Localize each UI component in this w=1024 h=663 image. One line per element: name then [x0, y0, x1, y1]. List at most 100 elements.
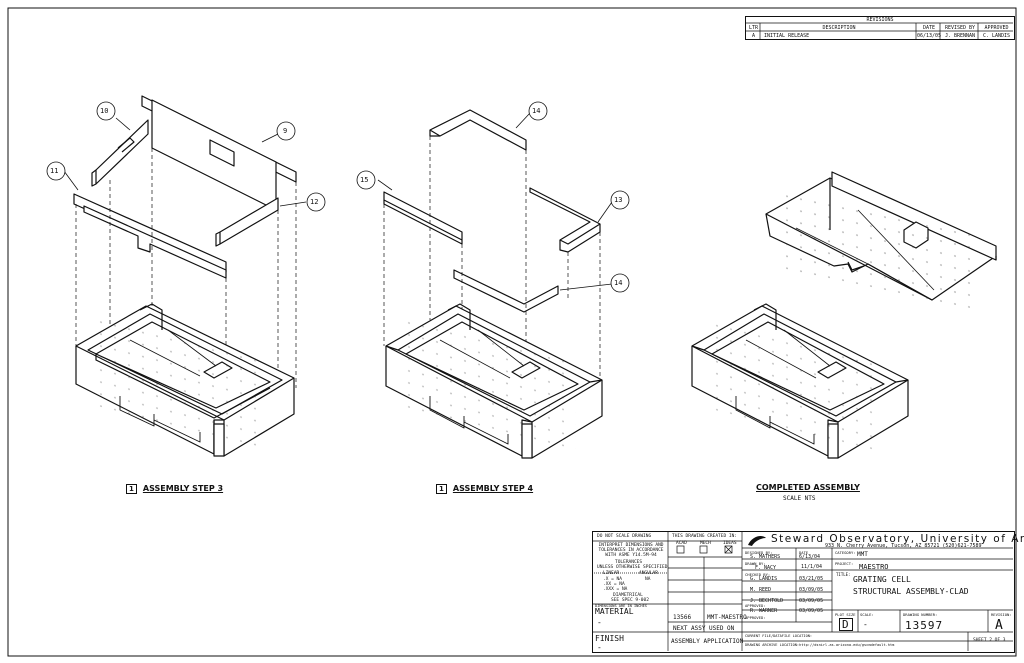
current-file-label: CURRENT FILE/DATAFILE LOCATION: [745, 634, 813, 638]
interpret-note: INTERPRET DIMENSIONS AND TOLERANCES IN A… [598, 543, 664, 558]
see-spec-label: SEE SPEC 9-002 [611, 598, 649, 603]
linear-label: LINEAR [603, 571, 620, 576]
plot-size-value: D [839, 618, 853, 631]
signoff-approved-role: APPROVED: [745, 603, 766, 608]
observatory-logo [748, 536, 766, 546]
sheet-label: SHEET 2 OF 3 [973, 638, 1006, 643]
balloon-11 [46, 161, 66, 181]
revision-label: REVISION: [991, 612, 1012, 617]
balloon-12-label: 12 [310, 198, 319, 206]
completed-assembly-label: COMPLETED ASSEMBLY [756, 483, 860, 492]
signoff-designed-name: S. MATHERS [750, 554, 781, 560]
step-3-label: 1 ASSEMBLY STEP 3 [126, 484, 223, 494]
tol-xxx: .XXX = NA [603, 587, 628, 592]
step-3-marker: 1 [126, 484, 137, 494]
signoff-bechtold-name: J. BECHTOLD [750, 598, 784, 604]
balloon-9-label: 9 [283, 127, 288, 135]
revisions-header-ltr: LTR [748, 25, 759, 31]
balloon-10-label: 10 [100, 107, 109, 115]
project-value: MAESTRO [859, 563, 889, 571]
archive-location: DRAWING ARCHIVE LOCATION:http://dsnirl.a… [745, 643, 895, 647]
revisions-header-date: DATE [922, 25, 936, 31]
revision-row-description: INITIAL RELEASE [764, 33, 810, 39]
created-in-title: THIS DRAWING CREATED IN: [672, 534, 738, 539]
next-assy-number: 13566 [673, 614, 692, 621]
material-label: MATERIAL [595, 607, 634, 616]
tol-ang: NA [645, 577, 651, 582]
balloon-13-label: 13 [614, 196, 623, 204]
balloon-14-label: 14 [532, 107, 541, 115]
material-value: - [597, 618, 602, 627]
do-not-scale-note: DO NOT SCALE DRAWING [597, 534, 652, 539]
balloon-9 [276, 121, 296, 141]
signoff-approved2-role: APPROVED: [745, 615, 766, 620]
plot-size-label: PLOT SIZE [835, 612, 856, 617]
next-assy-project: MMT-MAESTRO [707, 614, 747, 621]
balloon-11-label: 11 [50, 167, 59, 175]
category-value: MMT [857, 551, 868, 558]
project-label: PROJECT: [835, 561, 854, 566]
title-label: TITLE: [836, 572, 851, 577]
drawing-number-label: DRAWING NUMBER: [903, 612, 938, 617]
step-4-marker: 1 [436, 484, 447, 494]
category-label: CATEGORY: [835, 550, 856, 555]
title-line-2: STRUCTURAL ASSEMBLY-CLAD [853, 587, 969, 596]
signoff-checked-name: G. LANDIS [750, 576, 778, 582]
signoff-approved-name: R. WARNER [750, 608, 778, 614]
signoff-bechtold-date: 03/09/05 [799, 598, 824, 604]
angular-label: ANGULAR [639, 571, 658, 576]
scale-value: - [863, 620, 868, 629]
balloon-14-lower [610, 273, 630, 293]
step-4-text: ASSEMBLY STEP 4 [452, 484, 534, 493]
balloon-12 [306, 192, 326, 212]
created-in-acad: ACAD [676, 541, 687, 546]
balloon-10 [96, 101, 116, 121]
diametrical-label: DIAMETRICAL [613, 593, 643, 598]
revision-row-approved: C. LANDIS [982, 33, 1011, 39]
balloon-15 [356, 170, 376, 190]
revisions-header-approved: APPROVED [984, 25, 1009, 31]
created-in-ideas: IDEAS [723, 541, 737, 546]
revisions-header-description: DESCRIPTION [822, 25, 856, 31]
drawing-number: 13597 [905, 619, 944, 632]
revisions-header-revised-by: REVISED BY [944, 25, 976, 31]
balloon-14-top [528, 101, 548, 121]
revisions-title: REVISIONS [866, 17, 894, 23]
balloon-13 [610, 190, 630, 210]
finish-label: FINISH [595, 634, 624, 643]
signoff-drawn-role: DRAWN BY: [745, 561, 766, 566]
signoff-drawn-date: 11/1/04 [801, 564, 823, 570]
scale-label: SCALE: [860, 612, 874, 617]
finish-value: - [597, 643, 602, 652]
signoff-reed-name: M. REED [750, 587, 772, 593]
dims-label: DIMENSIONS ARE IN INCHES [595, 604, 647, 608]
step-3-text: ASSEMBLY STEP 3 [142, 484, 224, 493]
step-4-label: 1 ASSEMBLY STEP 4 [436, 484, 533, 494]
tol-x: .X = NA [603, 577, 622, 582]
signoff-reed-date: 03/09/05 [799, 587, 824, 593]
completed-scale-label: SCALE NTS [783, 495, 816, 502]
org-address: 933 N. Cherry Avenue, Tucson, AZ 85721 (… [825, 543, 982, 549]
signoff-designed-role: DESIGNED BY: [745, 550, 773, 555]
tolerances-label: TOLERANCES [615, 560, 643, 565]
assembly-application-label: ASSEMBLY APPLICATION [671, 638, 744, 645]
revision-row-ltr: A [751, 33, 755, 39]
signoff-drawn-name: F. NACY [755, 565, 777, 571]
date-label: DATE [799, 550, 809, 555]
title-block: DO NOT SCALE DRAWING INTERPRET DIMENSION… [592, 531, 1024, 653]
unless-note: UNLESS OTHERWISE SPECIFIED [597, 565, 668, 570]
signoff-designed-date: 6/13/04 [799, 554, 821, 560]
balloon-15-label: 15 [360, 176, 369, 184]
org-name: Steward Observatory, University of Arizo… [771, 533, 1024, 545]
next-assy-label: NEXT ASSY [673, 625, 706, 632]
revision-row-date: 06/13/05 [917, 33, 942, 39]
created-in-mech: MECH [700, 541, 711, 546]
revision-row-revised-by: J. BRENNAN [944, 33, 976, 39]
title-line-1: GRATING CELL [853, 575, 911, 584]
balloon-14-lower-label: 14 [614, 279, 623, 287]
signoff-checked-date: 03/21/05 [799, 576, 824, 582]
signoff-checked-role: CHECKED BY: [745, 572, 771, 577]
revision-value: A [995, 618, 1004, 633]
